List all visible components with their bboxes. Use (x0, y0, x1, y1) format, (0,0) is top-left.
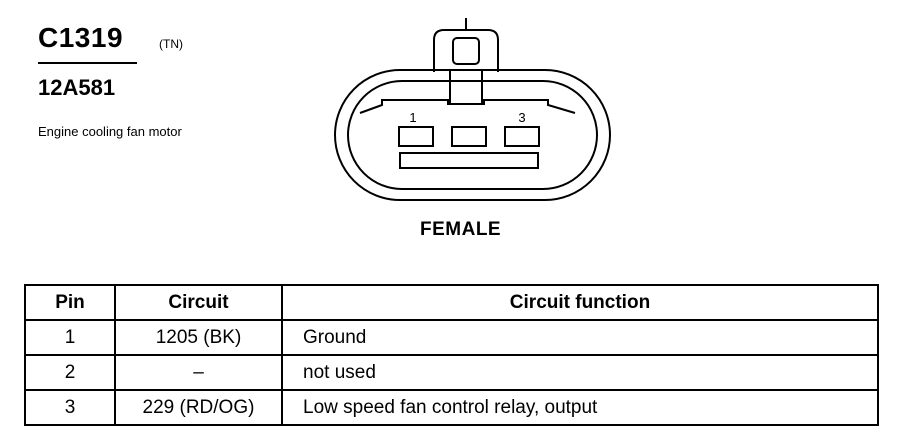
cavity-label-3: 3 (518, 110, 525, 125)
component-description: Engine cooling fan motor (38, 124, 182, 139)
latch-tab (433, 29, 499, 72)
cell-function: Ground (281, 319, 879, 356)
cell-pin: 3 (24, 389, 116, 426)
connector-gender-label: FEMALE (420, 219, 502, 240)
cavity-label-1: 1 (409, 110, 416, 125)
header-circuit: Circuit (114, 284, 283, 321)
cell-function: not used (281, 354, 879, 391)
table-row: 3 229 (RD/OG) Low speed fan control rela… (24, 389, 879, 426)
connector-code: C1319 (38, 22, 124, 53)
connector-inner-shell (347, 80, 598, 190)
connector-variant: (TN) (159, 37, 183, 51)
cavity-pin-3 (504, 126, 540, 147)
connector-face-diagram: 1 3 (334, 18, 611, 201)
cavity-face (359, 99, 576, 114)
cell-pin: 1 (24, 319, 116, 356)
table-header-row: Pin Circuit Circuit function (24, 284, 879, 321)
cavity-pin-1 (398, 126, 434, 147)
part-number: 12A581 (38, 75, 116, 100)
header-pin: Pin (24, 284, 116, 321)
header-circuit-function: Circuit function (281, 284, 879, 321)
code-underline (38, 62, 137, 64)
latch-lock (452, 37, 480, 65)
latch-body (449, 69, 483, 105)
cell-circuit: – (114, 354, 283, 391)
cell-pin: 2 (24, 354, 116, 391)
table-row: 1 1205 (BK) Ground (24, 319, 879, 356)
cell-function: Low speed fan control relay, output (281, 389, 879, 426)
key-slot (399, 152, 539, 169)
pinout-table: Pin Circuit Circuit function 1 1205 (BK)… (24, 284, 879, 426)
cell-circuit: 229 (RD/OG) (114, 389, 283, 426)
cell-circuit: 1205 (BK) (114, 319, 283, 356)
table-row: 2 – not used (24, 354, 879, 391)
cavity-pin-2 (451, 126, 487, 147)
connector-outer-shell (334, 69, 611, 201)
